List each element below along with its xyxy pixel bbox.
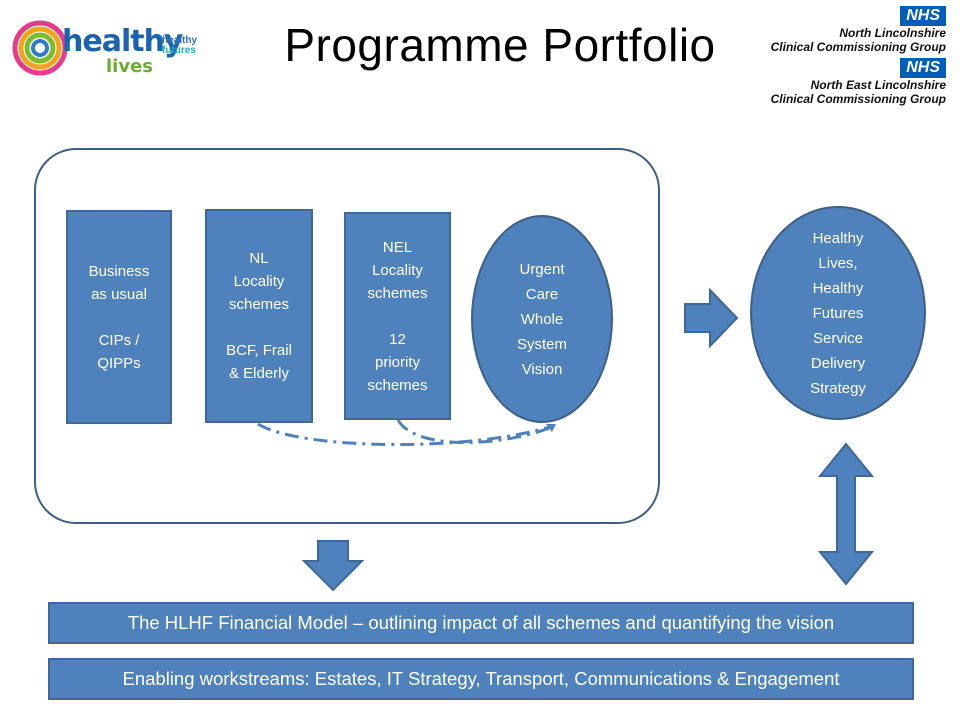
- logo-word-healthy: healthy: [62, 24, 183, 59]
- nel-to-urgent-care-connector: [396, 419, 556, 444]
- logo-swirl-icon: [12, 20, 68, 76]
- nhs-badge: NHS: [900, 6, 946, 26]
- nhs-logo-north-lincolnshire: NHS North Lincolnshire Clinical Commissi…: [756, 6, 946, 54]
- nhs-org-name: North Lincolnshire: [839, 26, 946, 40]
- ellipse-text: Healthy: [812, 229, 864, 247]
- ellipse-text: Whole: [520, 310, 564, 328]
- box-text: Locality: [372, 261, 423, 279]
- box-text: schemes: [228, 296, 290, 313]
- right-arrow-icon: [684, 287, 739, 349]
- healthy-lives-logo: healthy lives healthy futures: [10, 14, 210, 84]
- box-text: NEL: [382, 238, 413, 256]
- box-text: QIPPs: [97, 354, 141, 372]
- scheme-container: [34, 148, 660, 524]
- nl-to-urgent-care-connector: [257, 422, 554, 446]
- box-text: Locality: [233, 273, 285, 290]
- down-arrow-icon: [301, 540, 365, 592]
- box-text: as usual: [91, 285, 147, 303]
- box-text: CIPs /: [98, 331, 140, 349]
- nhs-org-name: North East Lincolnshire: [810, 78, 946, 92]
- logo-healthy-futures: healthy futures: [162, 36, 212, 56]
- nhs-org-type: Clinical Commissioning Group: [770, 92, 946, 106]
- enabling-workstreams-bar: Enabling workstreams: Estates, IT Strate…: [48, 658, 914, 700]
- nhs-logo-north-east-lincolnshire: NHS North East Lincolnshire Clinical Com…: [756, 58, 946, 106]
- box-text: schemes: [367, 284, 428, 302]
- business-as-usual-box: Business as usual CIPs / QIPPs: [66, 210, 172, 424]
- financial-model-bar: The HLHF Financial Model – outlining imp…: [48, 602, 914, 644]
- box-text: schemes: [367, 376, 428, 394]
- ellipse-text: Vision: [521, 360, 563, 378]
- nel-locality-schemes-box: NEL Locality schemes 12 priority schemes: [344, 212, 451, 420]
- ellipse-text: Lives,: [818, 254, 858, 272]
- page-title: Programme Portfolio: [284, 19, 716, 71]
- ellipse-text: System: [516, 335, 567, 353]
- box-text: BCF, Frail: [226, 342, 292, 359]
- ellipse-text: Delivery: [810, 354, 866, 372]
- double-arrow-icon: [817, 442, 875, 586]
- ellipse-text: Futures: [812, 304, 864, 322]
- ellipse-text: Strategy: [810, 379, 866, 397]
- ellipse-text: Urgent: [519, 260, 565, 278]
- box-text: Business: [88, 262, 150, 280]
- box-text: 12: [389, 330, 406, 348]
- nhs-badge: NHS: [900, 58, 946, 78]
- nhs-org-type: Clinical Commissioning Group: [770, 40, 946, 54]
- connector-arrowhead-icon: [546, 424, 556, 432]
- ellipse-text: Service: [812, 329, 864, 347]
- box-text: & Elderly: [228, 365, 290, 382]
- ellipse-text: Care: [525, 285, 559, 303]
- urgent-care-vision-ellipse: Urgent Care Whole System Vision: [471, 215, 613, 423]
- ellipse-text: Healthy: [812, 279, 864, 297]
- hlhf-strategy-ellipse: Healthy Lives, Healthy Futures Service D…: [750, 206, 926, 420]
- box-text: NL: [249, 250, 269, 267]
- logo-word-lives: lives: [106, 56, 153, 77]
- box-text: priority: [374, 353, 420, 371]
- nl-locality-schemes-box: NL Locality schemes BCF, Frail & Elderly: [205, 209, 313, 423]
- logo-futures-line2: futures: [162, 45, 196, 56]
- logo-futures-line1: healthy: [162, 35, 198, 46]
